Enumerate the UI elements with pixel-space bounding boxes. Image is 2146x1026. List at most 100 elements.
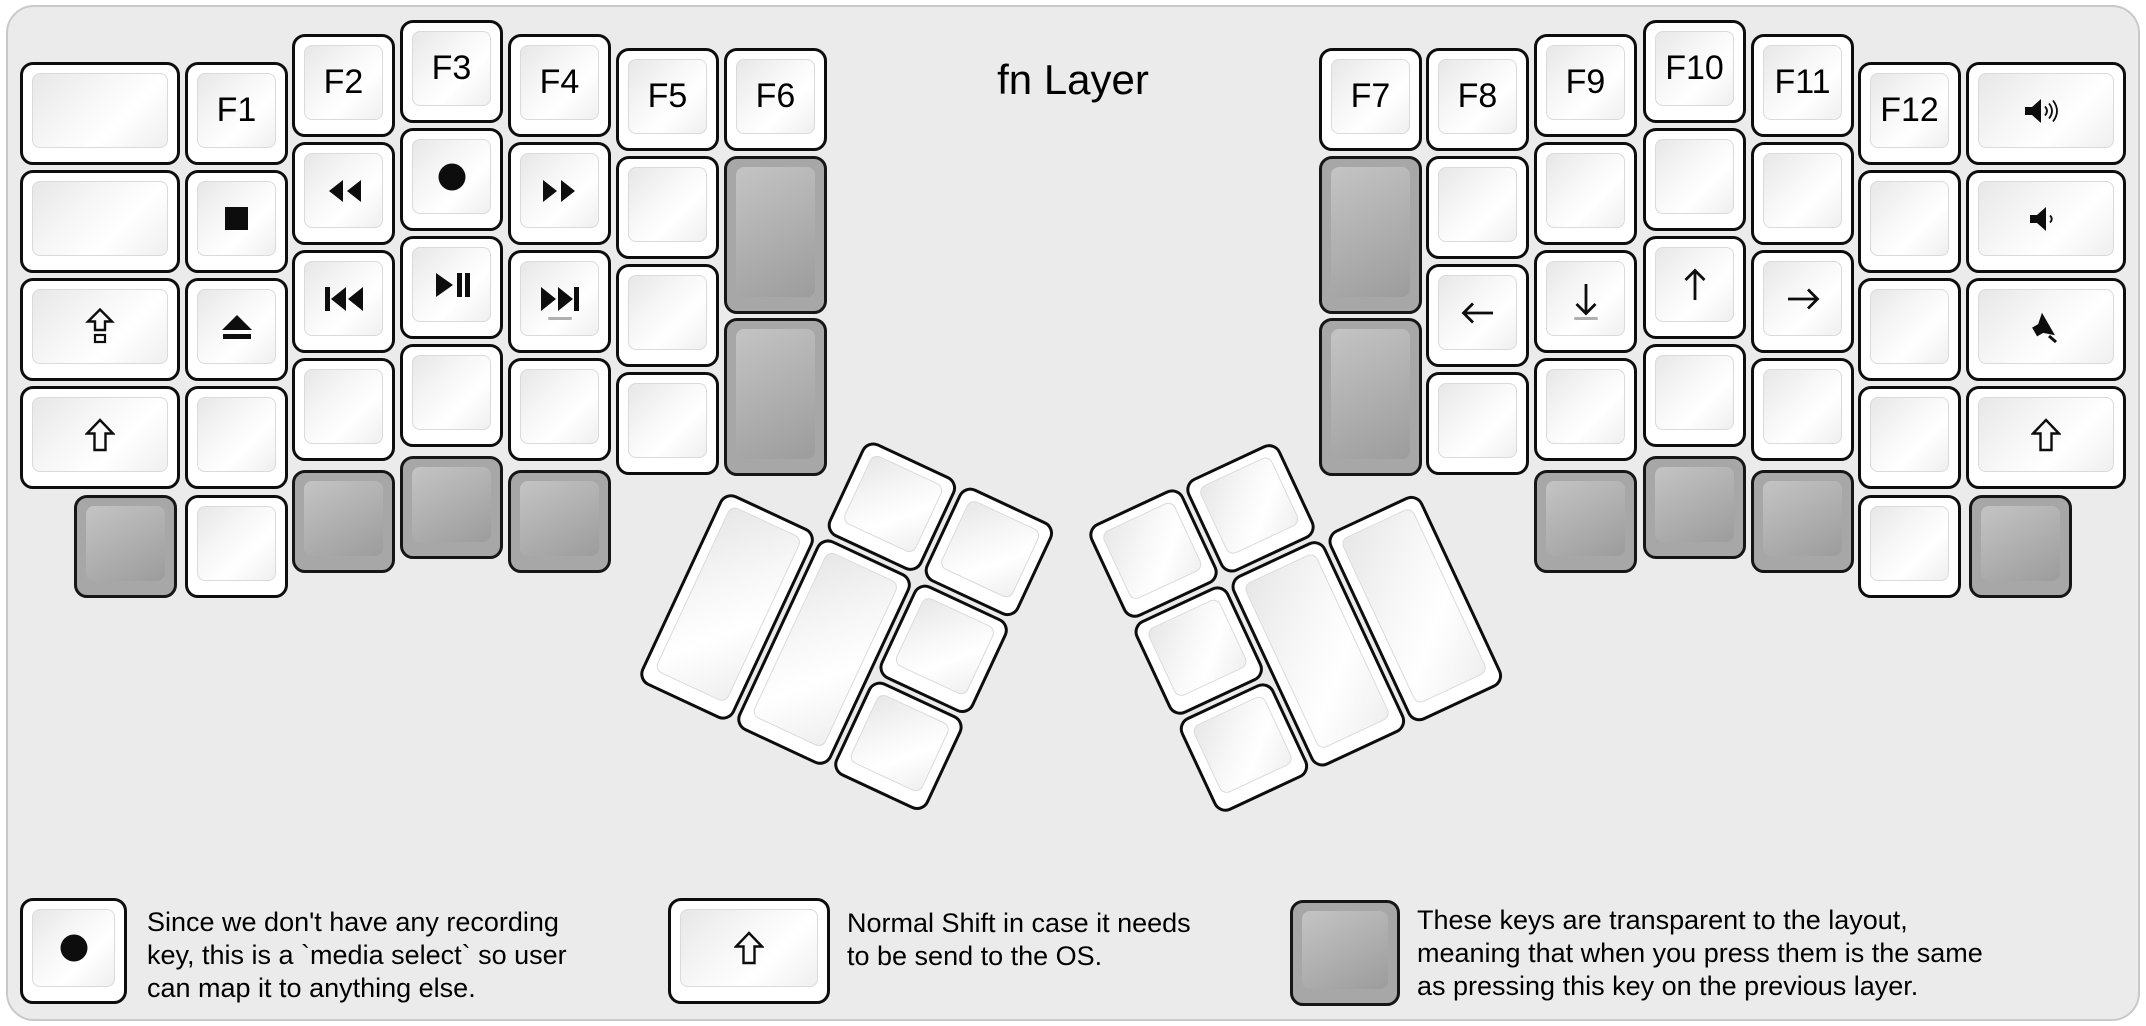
keytop <box>1655 139 1734 214</box>
key-transparent-l1[interactable] <box>724 156 827 314</box>
key-f2[interactable]: F2 <box>292 34 395 137</box>
arrow-down-icon <box>1568 281 1604 317</box>
key-f7[interactable]: F7 <box>1319 48 1422 151</box>
key-label-f12: F12 <box>1880 91 1939 129</box>
key-transparent-l2[interactable] <box>724 318 827 476</box>
key-blank-r5[interactable] <box>1643 128 1746 231</box>
key-rewind[interactable] <box>292 142 395 245</box>
key-blank-l9[interactable] <box>616 372 719 475</box>
keytop <box>520 369 599 444</box>
key-transparent-l5[interactable] <box>400 456 503 559</box>
keytop <box>197 181 276 256</box>
caps-lock-icon <box>85 307 115 346</box>
arrow-left-icon <box>1460 295 1496 331</box>
keytop: F4 <box>520 45 599 120</box>
key-transparent-r2[interactable] <box>1319 318 1422 476</box>
key-f5[interactable]: F5 <box>616 48 719 151</box>
eject-icon <box>220 314 254 340</box>
key-transparent-r5[interactable] <box>1751 470 1854 573</box>
keytop <box>32 397 168 472</box>
key-blank-l2[interactable] <box>20 170 180 273</box>
keytop: F3 <box>412 31 491 106</box>
key-transparent-l6[interactable] <box>508 470 611 573</box>
keytop <box>1100 500 1204 602</box>
keytop <box>628 383 707 458</box>
key-eject[interactable] <box>185 278 288 381</box>
key-label-f1: F1 <box>216 91 257 129</box>
key-blank-r1[interactable] <box>1426 156 1529 259</box>
key-shift-left[interactable] <box>20 386 180 489</box>
legend-line: meaning that when you press them is the … <box>1417 938 1983 968</box>
keytop <box>1145 597 1250 699</box>
key-legend-transparent-key <box>1290 900 1400 1006</box>
key-arrow-left[interactable] <box>1426 264 1529 367</box>
key-fast-forward[interactable] <box>508 142 611 245</box>
keytop <box>736 167 815 297</box>
keytop <box>1331 329 1410 459</box>
legend-line: Since we don't have any recording <box>147 907 559 937</box>
key-play-pause[interactable] <box>400 236 503 339</box>
key-f4[interactable]: F4 <box>508 34 611 137</box>
key-transparent-l4[interactable] <box>292 470 395 573</box>
key-mute[interactable] <box>1966 278 2126 381</box>
key-blank-r8[interactable] <box>1751 358 1854 461</box>
key-transparent-r1[interactable] <box>1319 156 1422 314</box>
key-blank-l6[interactable] <box>508 358 611 461</box>
key-transparent-r3[interactable] <box>1534 470 1637 573</box>
key-transparent-r4[interactable] <box>1643 456 1746 559</box>
key-blank-r10[interactable] <box>1858 278 1961 381</box>
key-transparent-l3[interactable] <box>74 495 177 598</box>
key-blank-l3[interactable] <box>185 386 288 489</box>
key-blank-r7[interactable] <box>1751 142 1854 245</box>
stop-icon <box>224 206 249 231</box>
key-vol-up[interactable] <box>1966 62 2126 165</box>
keytop: F6 <box>736 59 815 134</box>
page-title: fn Layer <box>997 56 1149 103</box>
key-f11[interactable]: F11 <box>1751 34 1854 137</box>
key-blank-l1[interactable] <box>20 62 180 165</box>
keytop <box>412 247 491 322</box>
key-f8[interactable]: F8 <box>1426 48 1529 151</box>
key-blank-r9[interactable] <box>1858 170 1961 273</box>
key-blank-r2[interactable] <box>1426 372 1529 475</box>
key-f10[interactable]: F10 <box>1643 20 1746 123</box>
key-blank-l5[interactable] <box>400 344 503 447</box>
key-blank-l7[interactable] <box>616 156 719 259</box>
key-record[interactable] <box>400 128 503 231</box>
legend-line: as pressing this key on the previous lay… <box>1417 971 1919 1001</box>
key-blank-l8[interactable] <box>616 264 719 367</box>
key-label-f3: F3 <box>431 49 472 87</box>
key-shift-right[interactable] <box>1966 386 2126 489</box>
key-blank-r11[interactable] <box>1858 386 1961 489</box>
key-prev-track[interactable] <box>292 250 395 353</box>
key-arrow-down[interactable] <box>1534 250 1637 353</box>
keytop <box>1655 467 1734 542</box>
keytop <box>680 909 818 987</box>
keytop: F10 <box>1655 31 1734 106</box>
keytop <box>412 355 491 430</box>
key-f3[interactable]: F3 <box>400 20 503 123</box>
key-blank-l4[interactable] <box>292 358 395 461</box>
key-stop[interactable] <box>185 170 288 273</box>
key-transparent-r6[interactable] <box>1969 495 2072 598</box>
key-vol-down[interactable] <box>1966 170 2126 273</box>
keytop <box>1763 369 1842 444</box>
key-label-f11: F11 <box>1774 63 1831 101</box>
key-f9[interactable]: F9 <box>1534 34 1637 137</box>
key-arrow-right[interactable] <box>1751 250 1854 353</box>
key-f1[interactable]: F1 <box>185 62 288 165</box>
key-next-track[interactable] <box>508 250 611 353</box>
key-blank-r4[interactable] <box>1534 358 1637 461</box>
keytop <box>1978 289 2114 364</box>
key-blank-r3[interactable] <box>1534 142 1637 245</box>
key-f6[interactable]: F6 <box>724 48 827 151</box>
legend-line: can map it to anything else. <box>147 973 476 1003</box>
key-arrow-up[interactable] <box>1643 236 1746 339</box>
key-blank-r12[interactable] <box>1858 495 1961 598</box>
keytop: F7 <box>1331 59 1410 134</box>
key-blank-r6[interactable] <box>1643 344 1746 447</box>
keytop <box>1546 153 1625 228</box>
key-f12[interactable]: F12 <box>1858 62 1961 165</box>
key-blank-l10[interactable] <box>185 495 288 598</box>
key-caps-lock[interactable] <box>20 278 180 381</box>
